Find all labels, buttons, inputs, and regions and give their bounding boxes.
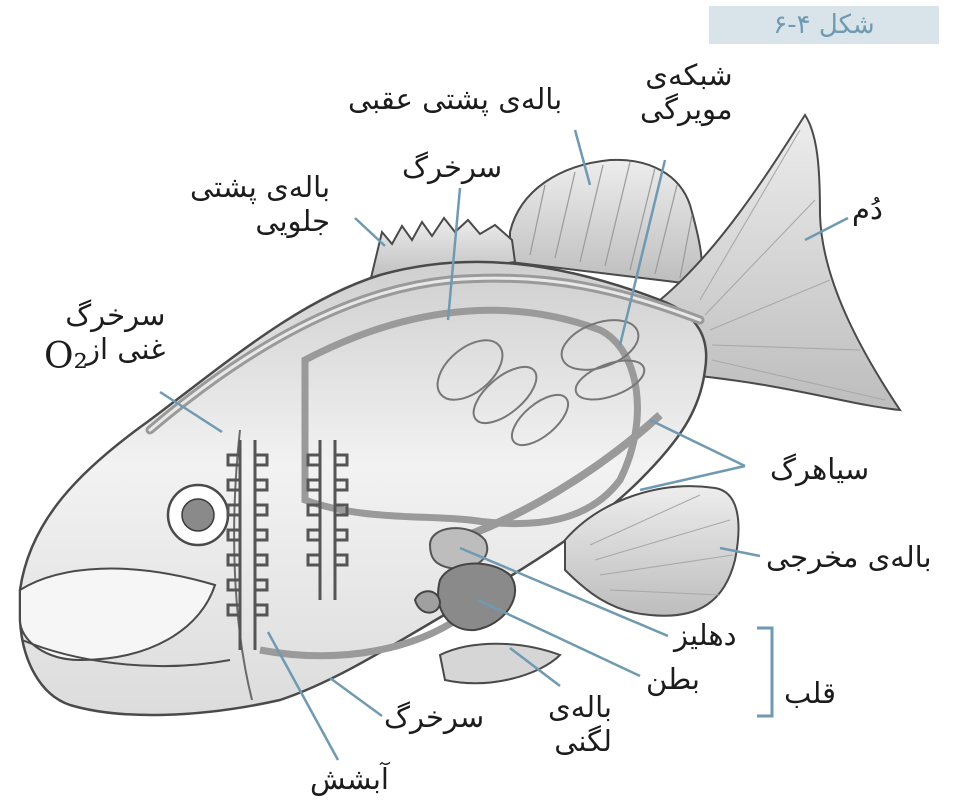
label-anal-fin: باله‌ی مخرجی	[766, 540, 932, 574]
label-o2-rich-artery-line2: غنی از	[86, 332, 165, 366]
heart-ventricle	[438, 564, 515, 631]
eye-pupil	[182, 499, 214, 531]
heart-bracket	[757, 628, 772, 716]
label-tail: دُم	[852, 192, 883, 226]
label-artery-top: سرخرگ	[402, 150, 502, 184]
label-atrium: دهلیز	[674, 618, 737, 652]
label-capillary-network-line2: مویرگی	[640, 92, 733, 126]
label-front-dorsal-fin-line2: جلویی	[190, 204, 330, 238]
label-capillary-network-line1: شبکه‌ی	[640, 58, 733, 92]
label-rear-dorsal-fin: باله‌ی پشتی عقبی	[348, 82, 562, 116]
pelvic-fin	[440, 644, 560, 683]
label-front-dorsal-fin: باله‌ی پشتی جلویی	[190, 170, 330, 238]
label-gills: آبشش	[310, 762, 389, 796]
label-o2-rich-artery-line1: سرخرگ	[30, 298, 165, 332]
label-capillary-network: شبکه‌ی مویرگی	[640, 58, 733, 126]
label-o2-symbol: O₂	[44, 337, 88, 377]
label-artery-bottom: سرخرگ	[384, 700, 484, 734]
label-heart: قلب	[784, 676, 836, 710]
label-ventricle: بطن	[646, 662, 700, 696]
label-vein: سیاهرگ	[770, 452, 869, 486]
label-pelvic-fin-line2: لگنی	[548, 724, 612, 758]
figure-number-tag: شکل ۴-۶	[709, 6, 939, 44]
label-pelvic-fin-line1: باله‌ی	[548, 690, 612, 724]
label-pelvic-fin: باله‌ی لگنی	[548, 690, 612, 758]
label-front-dorsal-fin-line1: باله‌ی پشتی	[190, 170, 330, 204]
